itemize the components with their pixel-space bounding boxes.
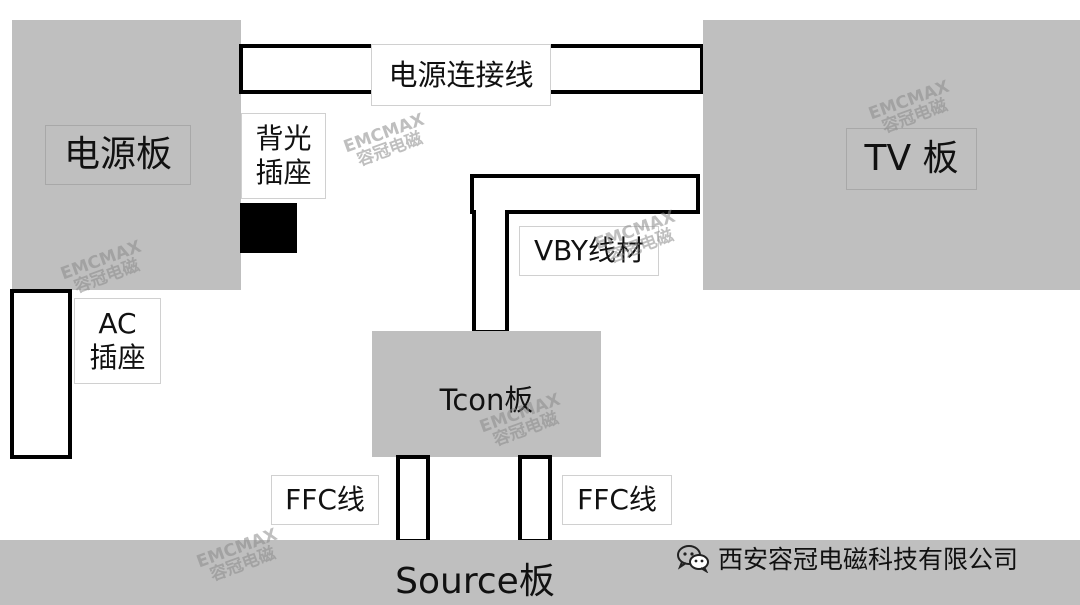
source-board-label: Source板: [380, 550, 570, 605]
ac-socket-line1: AC: [98, 307, 137, 341]
source-board-label-text: Source板: [395, 560, 555, 602]
ffc-cable-left-label: FFC线: [271, 475, 379, 525]
brand-text: 西安容冠电磁科技有限公司: [718, 545, 1019, 574]
vby-cable-label-text: VBY线材: [534, 234, 644, 268]
ac-socket-label: AC 插座: [74, 298, 161, 384]
tv-board-label: TV 板: [846, 128, 977, 190]
brand: 西安容冠电磁科技有限公司: [676, 538, 1018, 578]
ffc-cable-right-label-text: FFC线: [577, 483, 657, 517]
ffc-cable-right-label: FFC线: [562, 475, 672, 525]
ffc-cable-right: [518, 455, 552, 543]
wechat-icon: [676, 543, 710, 574]
power-cable-label-text: 电源连接线: [388, 57, 534, 92]
source-board: [0, 540, 1080, 605]
ac-socket: [10, 289, 72, 459]
power-board-label-text: 电源板: [63, 134, 172, 176]
ffc-cable-left-label-text: FFC线: [285, 483, 365, 517]
vby-cable-horizontal: [470, 174, 700, 214]
tcon-board-label-text: Tcon板: [439, 383, 534, 417]
ac-socket-line2: 插座: [89, 341, 146, 374]
ffc-cable-left: [396, 455, 430, 543]
backlight-socket-line1: 背光: [255, 122, 312, 156]
backlight-socket: [240, 203, 297, 253]
vby-cable-label: VBY线材: [519, 226, 659, 276]
backlight-socket-line2: 插座: [255, 156, 312, 189]
power-cable-label: 电源连接线: [371, 44, 551, 106]
backlight-socket-label: 背光 插座: [241, 113, 326, 199]
tcon-board-label: Tcon板: [372, 372, 601, 424]
power-board-label: 电源板: [45, 125, 191, 185]
tv-board-label-text: TV 板: [864, 138, 959, 180]
tcon-board: [372, 331, 601, 457]
vby-cable-vertical: [472, 210, 509, 334]
